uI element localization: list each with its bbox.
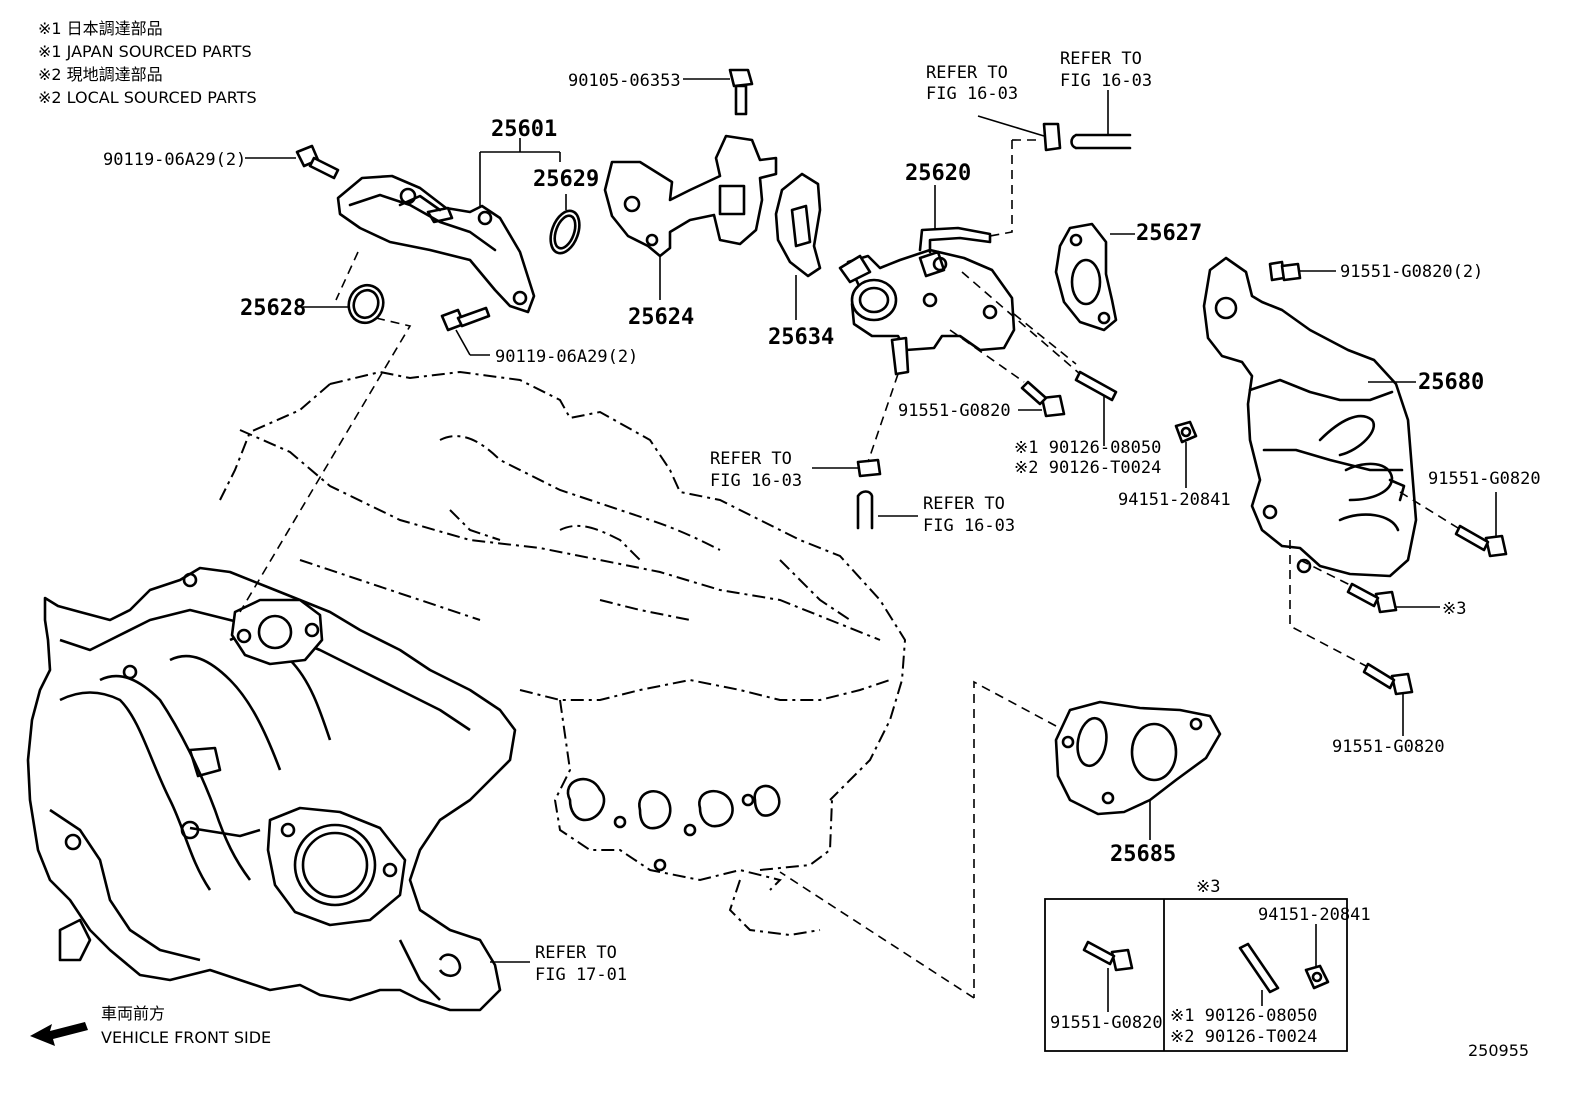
- bolt-91551-G0820-lower: [1362, 662, 1414, 696]
- label-91551-G0820-center: 91551-G0820: [898, 401, 1011, 421]
- refer5-line1: REFER TO: [535, 943, 617, 963]
- part-25601-pipe: [336, 174, 536, 314]
- label-25601: 25601: [491, 117, 557, 142]
- part-25624-pipe: [603, 134, 778, 258]
- bolt-91551-G0820-right: [1454, 524, 1508, 558]
- exhaust-manifold: [26, 566, 517, 1012]
- stud-90126: [1074, 370, 1118, 402]
- bolt-90119-06A29-bottom: [440, 306, 491, 332]
- label-90119-06A29-bottom: 90119-06A29(2): [495, 347, 638, 367]
- refer1-line2: FIG 16-03: [926, 84, 1018, 104]
- label-90119-06A29-top: 90119-06A29(2): [103, 150, 246, 170]
- gasket-25627: [1054, 222, 1118, 332]
- inset-note3: ※3 91551-G0820 94151-20841 ※1 90126-0805…: [1044, 877, 1371, 1052]
- refer4-line1: REFER TO: [923, 494, 1005, 514]
- bolt-90105-06353: [728, 68, 754, 116]
- label-91551-G0820-right: 91551-G0820: [1428, 469, 1541, 489]
- label-25628: 25628: [240, 296, 306, 321]
- part-25680-egr-cooler: [1202, 256, 1418, 578]
- bolt-91551-G0820-2: [1268, 260, 1302, 282]
- legend: ※1 日本調達部品 ※1 JAPAN SOURCED PARTS ※2 現地調達…: [38, 19, 257, 107]
- engine-block-outline: [219, 370, 907, 937]
- label-25629: 25629: [533, 167, 599, 192]
- bolt-91551-G0820-center: [1020, 380, 1066, 418]
- label-25634: 25634: [768, 325, 834, 350]
- label-25620: 25620: [905, 161, 971, 186]
- diagram-number: 250955: [1468, 1041, 1529, 1060]
- footer: 車両前方 VEHICLE FRONT SIDE 250955: [30, 1004, 1529, 1060]
- refer-labels: REFER TO FIG 16-03 REFER TO FIG 16-03 RE…: [535, 49, 1152, 985]
- inset-title: ※3: [1196, 877, 1220, 897]
- front-label-jp: 車両前方: [101, 1004, 165, 1023]
- gasket-25629: [549, 209, 581, 255]
- front-label-en: VEHICLE FRONT SIDE: [101, 1028, 271, 1047]
- label-91551-G0820-2: 91551-G0820(2): [1340, 262, 1483, 282]
- inset-stud-icon: [1238, 942, 1280, 994]
- label-91551-G0820-lower: 91551-G0820: [1332, 737, 1445, 757]
- dashed-lines: [239, 139, 1459, 999]
- label-94151-20841: 94151-20841: [1118, 490, 1231, 510]
- refer3-line2: FIG 16-03: [710, 471, 802, 491]
- inset-stud2-label: ※2 90126-T0024: [1170, 1027, 1317, 1047]
- label-90126-08050: ※1 90126-08050: [1014, 438, 1161, 458]
- refer2-line1: REFER TO: [1060, 49, 1142, 69]
- legend-note1-jp: ※1 日本調達部品: [38, 19, 163, 38]
- inset-stud1-label: ※1 90126-08050: [1170, 1006, 1317, 1026]
- legend-note2-jp: ※2 現地調達部品: [38, 65, 163, 84]
- legend-note1-en: ※1 JAPAN SOURCED PARTS: [38, 42, 252, 61]
- label-25685: 25685: [1110, 842, 1176, 867]
- gasket-25685: [1054, 700, 1222, 816]
- bolt-90119-06A29-top: [295, 144, 340, 180]
- callout-labels: 90105-06353 90119-06A29(2) 90119-06A29(2…: [103, 71, 1541, 867]
- inset-frame: [1044, 898, 1348, 1052]
- legend-note2-en: ※2 LOCAL SOURCED PARTS: [38, 88, 257, 107]
- inset-bolt-icon: [1110, 948, 1134, 972]
- refer2-line2: FIG 16-03: [1060, 71, 1152, 91]
- refer3-line1: REFER TO: [710, 449, 792, 469]
- label-25680: 25680: [1418, 370, 1484, 395]
- label-90126-T0024: ※2 90126-T0024: [1014, 458, 1161, 478]
- part-25620-egr-valve: [838, 226, 1016, 376]
- bolt-note3: [1346, 582, 1398, 614]
- inset-nut-label: 94151-20841: [1258, 905, 1371, 925]
- gasket-25628: [347, 283, 385, 325]
- label-25624: 25624: [628, 305, 694, 330]
- front-arrow-icon: [30, 1022, 88, 1046]
- hose-clamp-top: [1042, 122, 1132, 152]
- inset-nut-icon: [1304, 964, 1330, 990]
- refer5-line2: FIG 17-01: [535, 965, 627, 985]
- label-90105-06353: 90105-06353: [568, 71, 681, 91]
- label-note3: ※3: [1442, 599, 1466, 619]
- leader-lines: [245, 78, 1497, 963]
- refer4-line2: FIG 16-03: [923, 516, 1015, 536]
- label-25627: 25627: [1136, 221, 1202, 246]
- inset-bolt-label: 91551-G0820: [1050, 1013, 1163, 1033]
- nut-94151-20841: [1174, 420, 1198, 444]
- refer1-line1: REFER TO: [926, 63, 1008, 83]
- gasket-25634: [774, 172, 822, 278]
- hose-clamp-lower: [856, 458, 882, 530]
